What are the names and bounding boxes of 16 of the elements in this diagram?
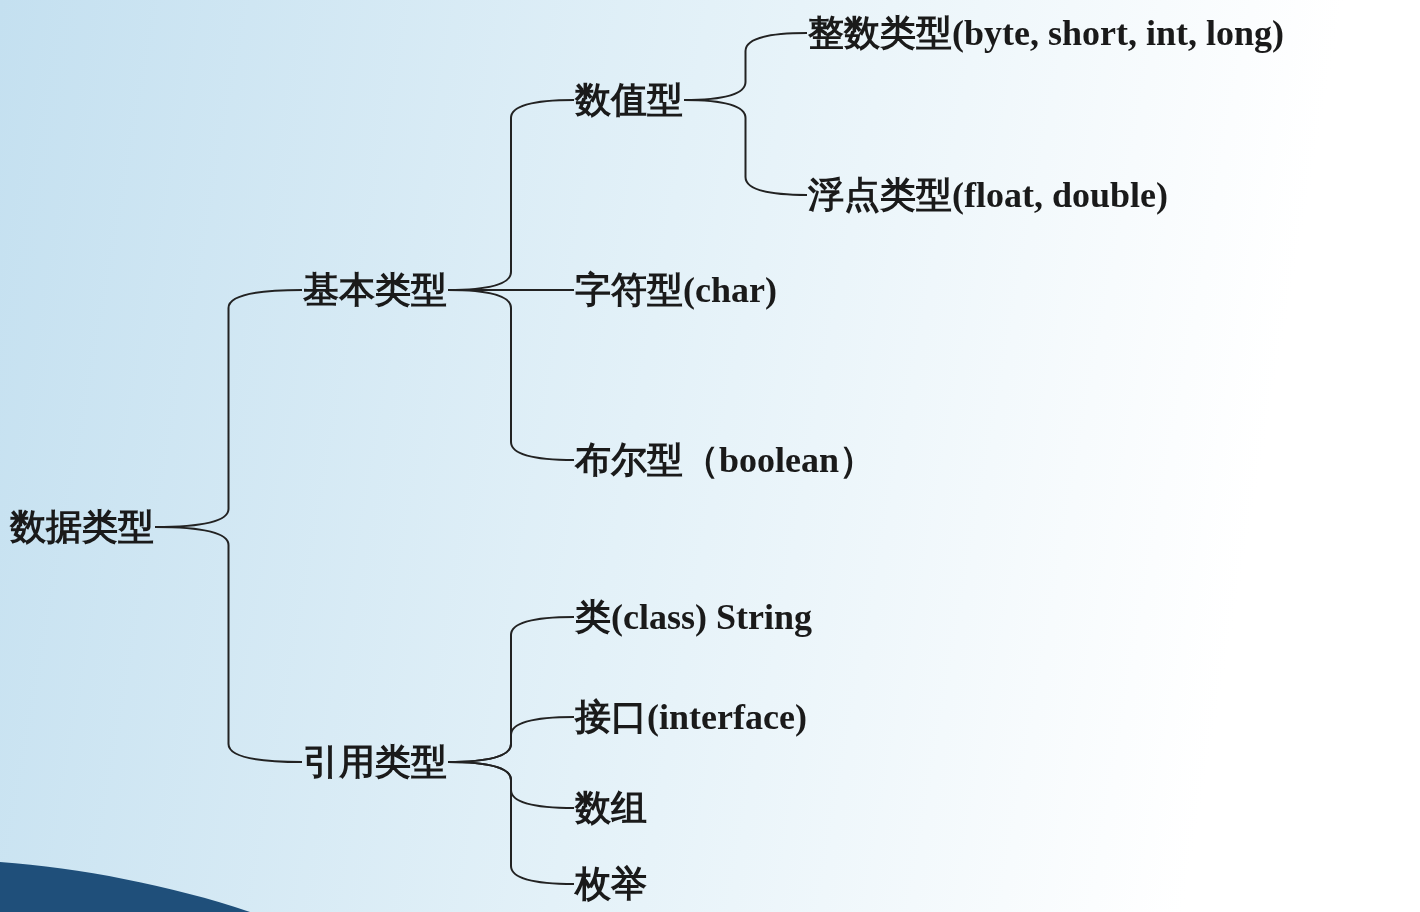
brace-connector bbox=[154, 526, 303, 763]
node-label: 数组 bbox=[575, 786, 647, 830]
node-label: 接口(interface) bbox=[575, 695, 807, 739]
node-label: 布尔型（boolean） bbox=[575, 438, 876, 482]
node-label: 基本类型 bbox=[303, 268, 447, 312]
brace-connector bbox=[447, 761, 575, 885]
node-label: 整数类型(byte, short, int, long) bbox=[808, 11, 1284, 55]
node-label: 引用类型 bbox=[303, 740, 447, 784]
brace-connector bbox=[683, 99, 808, 196]
node-label: 类(class) String bbox=[575, 595, 812, 639]
brace-connector bbox=[447, 289, 575, 461]
node-label: 数据类型 bbox=[10, 505, 154, 549]
node-label: 浮点类型(float, double) bbox=[808, 173, 1168, 217]
node-label: 数值型 bbox=[575, 78, 683, 122]
node-label: 字符型(char) bbox=[575, 268, 777, 312]
node-label: 枚举 bbox=[575, 862, 647, 906]
